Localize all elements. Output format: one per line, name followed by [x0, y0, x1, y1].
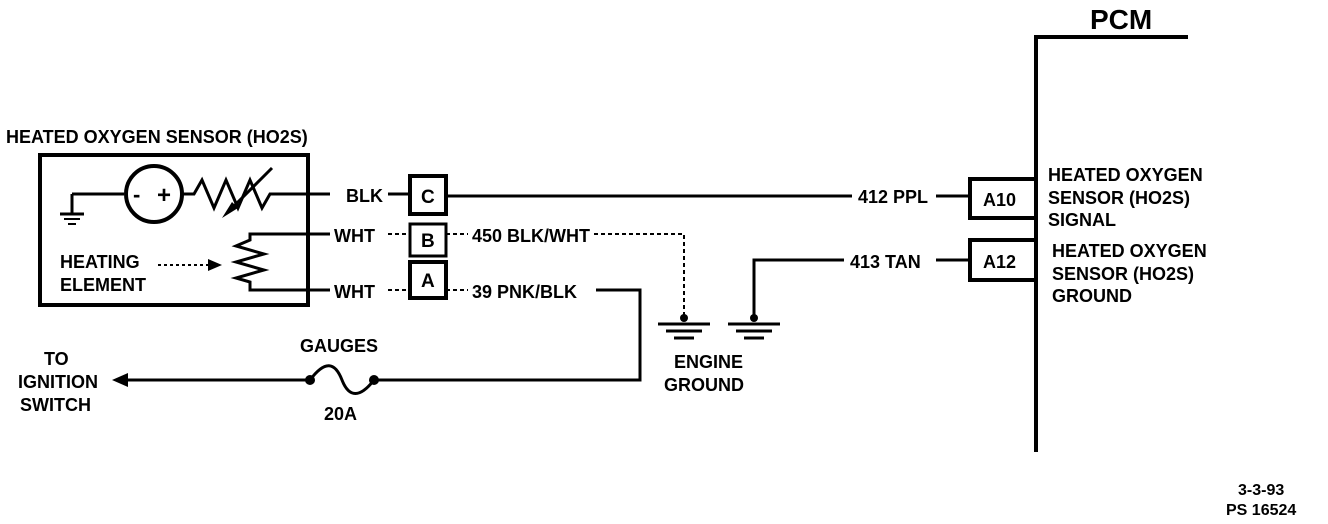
oxygen-sensor: HEATED OXYGEN SENSOR (HO2S) - + [6, 127, 310, 307]
arrow-left-icon [112, 373, 128, 387]
svg-text:+: + [157, 182, 171, 209]
signal-label-1: HEATED OXYGEN [1048, 165, 1203, 185]
ignition-label-2: IGNITION [18, 372, 98, 392]
pcm-pin-a10: A10 [968, 177, 1038, 220]
wire-label-blk: BLK [346, 186, 383, 206]
wire-412: 412 PPL [446, 187, 970, 207]
connector-label-b: B [421, 231, 435, 252]
wire-label-450: 450 BLK/WHT [472, 226, 590, 246]
heating-label-2: ELEMENT [60, 275, 146, 295]
ignition-label-1: TO [44, 349, 69, 369]
sensor-ground-icon [60, 192, 124, 225]
connector-label-a: A [421, 271, 435, 292]
engine-ground-icon-2 [728, 314, 780, 340]
heating-element-icon [158, 232, 300, 292]
sensor-housing [38, 153, 310, 307]
ground-pin-label-1: HEATED OXYGEN [1052, 241, 1207, 261]
wire-label-413: 413 TAN [850, 252, 921, 272]
connector-label-c: C [421, 187, 435, 208]
heating-label-1: HEATING [60, 252, 140, 272]
fuse-icon [305, 364, 379, 395]
engine-ground-icon [658, 314, 710, 340]
pcm-pin-a12: A12 [968, 238, 1038, 282]
pin-label-a10: A10 [983, 190, 1016, 210]
connector-pin-b [408, 222, 448, 258]
svg-text:-: - [133, 182, 140, 207]
pcm-block: PCM [1034, 4, 1188, 452]
ground-pin-label-2: SENSOR (HO2S) [1052, 264, 1194, 284]
pin-label-a12: A12 [983, 252, 1016, 272]
sensor-wires: BLK WHT WHT [300, 186, 410, 302]
ignition-wire [112, 373, 310, 387]
connector-pin-a [408, 260, 448, 300]
wire-413: 413 TAN [752, 252, 970, 318]
ground-label-1: ENGINE [674, 352, 743, 372]
ground-label-2: GROUND [664, 375, 744, 395]
signal-label-2: SENSOR (HO2S) [1048, 188, 1190, 208]
sensor-title: HEATED OXYGEN SENSOR (HO2S) [6, 127, 308, 147]
wire-39: 39 PNK/BLK [374, 282, 642, 382]
wire-label-wht-a: WHT [334, 282, 375, 302]
fuse-name: GAUGES [300, 336, 378, 356]
fuse-rating: 20A [324, 404, 357, 424]
signal-label-3: SIGNAL [1048, 210, 1116, 230]
ground-pin-label-3: GROUND [1052, 286, 1132, 306]
wire-450: 450 BLK/WHT [446, 226, 685, 318]
connector: C B A [408, 174, 448, 300]
wire-label-412: 412 PPL [858, 187, 928, 207]
pcm-title: PCM [1090, 4, 1152, 35]
footer-code: PS 16524 [1226, 502, 1296, 519]
sensing-cell-icon: - + [124, 164, 184, 224]
ignition-label-3: SWITCH [20, 395, 91, 415]
footer-date: 3-3-93 [1238, 482, 1284, 499]
wire-label-wht-b: WHT [334, 226, 375, 246]
wire-label-39: 39 PNK/BLK [472, 282, 577, 302]
variable-resistor-icon [182, 166, 300, 218]
